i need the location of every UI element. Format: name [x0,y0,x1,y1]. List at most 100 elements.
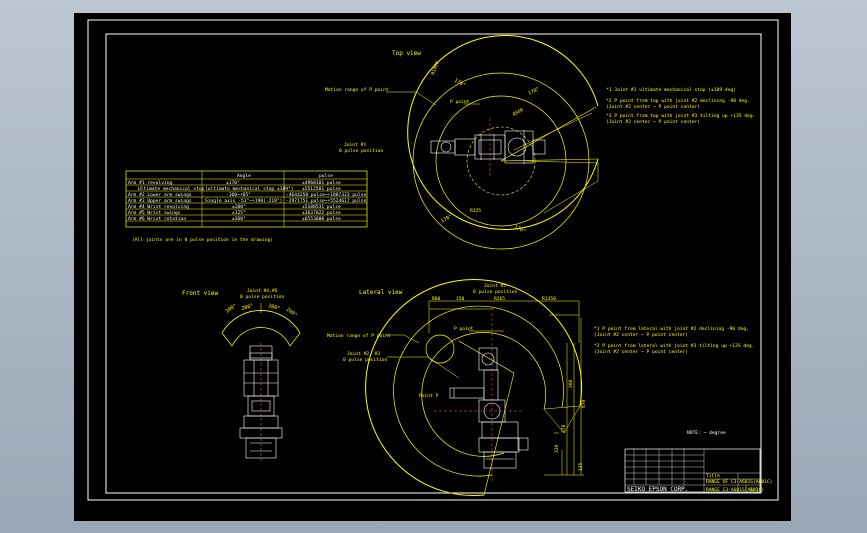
table-cell: ±6553600 pulse [302,216,341,222]
lateral-right-dim-3: 378 [561,424,567,433]
front-angle-4: 200° [285,307,298,319]
lateral-right-dim-1: 870 [581,399,587,408]
top-dim-3: R1000 [430,60,440,75]
lateral-cut-2 [458,340,515,496]
top-p-point-label: P point [450,99,470,105]
title-block-title: Title [706,473,720,479]
lateral-joint23-label-2: 0 pulse position [343,357,387,363]
note-lat-4: (Joint #2 center ~ P point center) [594,349,688,355]
top-robot [430,130,546,164]
table-cell: ±125° [232,210,246,216]
table-cell: Single axis -51°~+190(-219°) [205,198,282,204]
top-dim-2: R500 [512,107,525,118]
top-angle-1: 170° [527,86,540,97]
lateral-cut-1 [543,405,581,434]
front-joint-label-2: 0 pulse position [240,294,284,300]
table-cell: Arm #5 Wrist swings [128,210,181,216]
title-block-model: RANGE C3-A601S(A601C) [706,487,764,493]
lateral-top-dim-4: R1350 [542,296,556,302]
top-range-circle-3 [435,95,567,227]
note-lat-3: *2 P point from lateral with joint #3 ti… [594,343,754,349]
table-cell: ±5512581 pulse [302,186,341,192]
outer-border [87,19,779,501]
front-robot [239,345,283,459]
top-joint-label-2: 0 pulse position [339,148,383,154]
lateral-flange-label: Point P [419,393,439,399]
drawing-viewport[interactable]: Top view Motion range [74,13,791,521]
note-top-4: *3 P point from top with joint #3 tiltin… [606,113,755,119]
top-angle-3: 170° [440,214,453,225]
note-top-5: (Joint #2 center ~ P point center) [606,119,700,125]
top-view: Motion range of P point P point Joint #1… [325,35,599,250]
lateral-inner-arc [421,332,547,457]
table-header-angle: Angle [237,173,251,179]
table-cell: Arm #4 Wrist revolving [128,204,189,210]
lateral-view: Joint #5 0 pulse position [327,279,587,496]
title-block-company: SEIKO EPSON CORP. [627,486,688,493]
lateral-mid-arc [393,305,564,477]
notes-lateral: *1 P point from lateral with joint #2 de… [594,326,754,355]
table-cell: ±200° [232,204,246,210]
table-cell: -160~+65° [226,192,251,198]
lateral-top-dim-2: 150 [456,296,465,302]
inner-border [105,33,762,494]
lateral-right-dim-2: 360 [568,379,574,388]
front-inner-arc [231,327,291,347]
front-angle-2: 200° [241,303,254,312]
lateral-small-circle [425,334,455,364]
lateral-view-title: Lateral view [359,289,403,296]
top-dim-1: R325 [470,208,481,214]
table-cell: ±5188531 pulse [302,204,341,210]
lateral-joint23-label-1: Joint #2, #3 [347,351,380,357]
cad-drawing: Top view Motion range [87,19,779,501]
top-motion-range-label: Motion range of P point [325,87,389,93]
note-top-2: *2 P point from top with joint #2 declin… [606,98,750,104]
table-cell: ±170° [226,180,240,186]
top-leader-2 [415,91,437,106]
top-view-title: Top view [392,50,421,57]
lateral-p-point-label: P point [454,326,474,332]
unit-note: NOTE: ~ degree [687,430,726,436]
front-view: Joint #4,#6 0 pulse position 200° 200° 2… [221,288,301,463]
front-angle-1: 200° [225,303,238,315]
table-cell: -2971751 pulse~+5524617 pulse [286,198,366,204]
title-block-drawing-name: RANGE OF C3-A601S(A601C) [706,479,772,485]
top-angle-4: 170° [513,224,526,235]
top-cut-line-4 [525,160,599,214]
table-cell: Arm #2 Lower arm swings [128,192,192,198]
table-footnote: (All joints are in 0 pulse position in t… [132,237,273,243]
table-cell: Arm #6 Wrist rotation [128,216,186,222]
front-joint-label-1: Joint #4,#6 [247,288,278,294]
lateral-right-dim-5: 135 [578,462,584,471]
top-range-circle-2 [412,72,590,250]
table-border [125,170,368,228]
top-angle-2: 170° [453,78,466,89]
notes-top: *1 Joint #1 ultimate mechanical stop (±1… [606,87,755,125]
note-lat-2: (Joint #2 center ~ P point center) [594,332,688,338]
table-header-pulse: pulse [319,173,333,179]
table-cell: ±3637022 pulse [302,210,341,216]
top-outer-range-arc [407,35,599,230]
top-cut-line-1 [500,158,599,162]
title-block-sheet: 1/1 [750,487,759,493]
title-block: Title RANGE OF C3-A601S(A601C) SEIKO EPS… [624,448,772,493]
lateral-motion-range-label: Motion range of P point [327,333,391,339]
note-top-1: *1 Joint #1 ultimate mechanical stop (±1… [606,87,736,93]
front-angle-3: 200° [267,303,280,312]
top-joint-label-1: Joint #1 [344,142,366,148]
lateral-outer-arc [365,279,583,496]
note-top-3: (Joint #2 center ~ P point center) [606,104,700,110]
note-lat-1: *1 P point from lateral with joint #2 de… [594,326,749,332]
front-view-title: Front view [182,290,219,297]
top-cut-line-2 [500,106,597,162]
top-cut-line-3 [513,112,593,151]
table-cell: Arm #3 Upper arm swings [128,198,192,204]
table-cell: ±4968181 pulse [302,180,341,186]
spec-table: Angle pulse Arm #1 revolving ±170° ±4968… [125,170,368,243]
lateral-robot [449,347,529,469]
lateral-top-dim-1: R60 [432,296,441,302]
table-cell: ±360° [232,216,246,222]
lateral-right-dim-4: 320 [554,444,560,453]
table-cell: (ultimate mechanical stop ±189°) [205,186,294,192]
lateral-top-dim-3: R265 [494,296,505,302]
